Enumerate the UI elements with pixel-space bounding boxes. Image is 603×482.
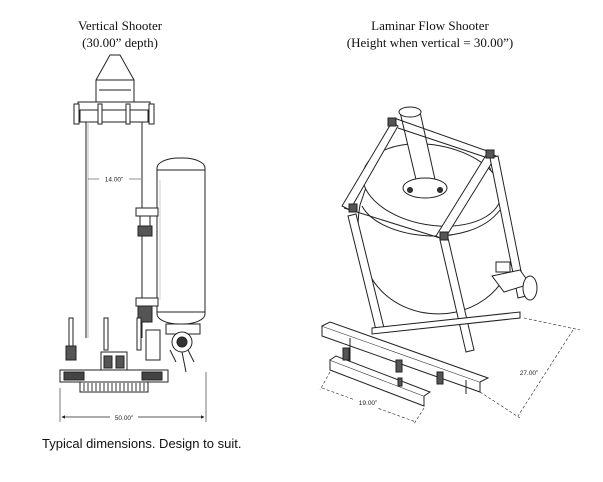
nose-cone (95, 54, 135, 103)
vertical-base-dimension: 50.00” (59, 372, 207, 422)
vertical-shooter-drawing (59, 54, 206, 393)
base-rail-rear (329, 359, 425, 407)
vertical-base-label: 50.00” (115, 415, 133, 422)
vertical-shooter-title: Vertical Shooter (77, 18, 163, 33)
vertical-shooter-title-block: Vertical Shooter (30.00” depth) (40, 17, 200, 51)
vertical-width-dimension: 14.00” (88, 174, 141, 184)
caption: Typical dimensions. Design to suit. (42, 436, 242, 451)
laminar-shooter-title-block: Laminar Flow Shooter (Height when vertic… (320, 17, 540, 51)
laminar-depth-label: 27.00” (520, 370, 538, 377)
laminar-shooter-drawing (321, 106, 538, 407)
top-flange (77, 101, 151, 111)
vertical-width-label: 14.00” (105, 177, 123, 184)
laminar-depth-dimension: 27.00” (479, 317, 581, 419)
laminar-width-label: 19.00” (359, 400, 377, 407)
laminar-shooter-title: Laminar Flow Shooter (371, 18, 489, 33)
laminar-width-dimension: 19.00” (319, 371, 425, 425)
laminar-shooter-subtitle: (Height when vertical = 30.00”) (346, 35, 514, 50)
vertical-shooter-subtitle: (30.00” depth) (82, 35, 158, 50)
side-tank (156, 157, 206, 325)
